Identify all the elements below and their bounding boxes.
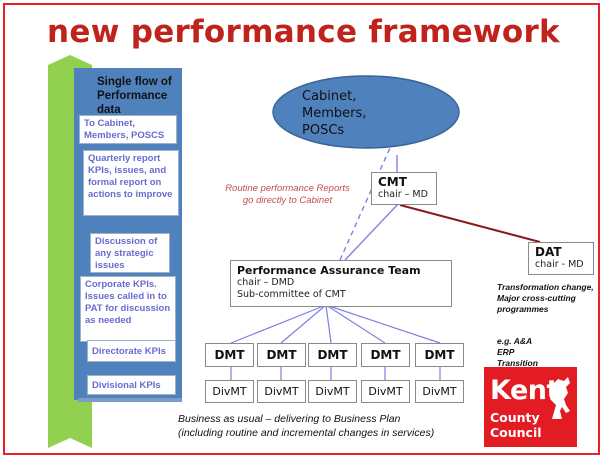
kent-county-council-logo: Kent County Council (484, 367, 577, 447)
flow-heading: Single flow of Performance data (97, 76, 172, 116)
cmt-pat-line (344, 201, 401, 261)
cmt-title: CMT (378, 175, 407, 189)
transformation-text: Transformation change, Major cross-cutti… (497, 282, 594, 314)
example-aa: e.g. A&A (497, 336, 533, 346)
dmt-box: DMT (415, 343, 464, 367)
flow-box-corporate: Corporate KPIs. Issues called in to PAT … (80, 276, 176, 342)
cmt-node: CMT chair – MD (371, 172, 437, 205)
routine-performance-note: Routine performance Reports go directly … (225, 183, 350, 206)
divmt-box: DivMT (205, 380, 254, 403)
caption-line-1: Business as usual – delivering to Busine… (178, 413, 401, 425)
flow-box-directorate: Directorate KPIs (87, 340, 176, 362)
business-as-usual-caption: Business as usual – delivering to Busine… (178, 412, 434, 440)
dat-chair: chair - MD (535, 259, 584, 270)
dmt-box: DMT (205, 343, 254, 367)
flow-box-cabinet: To Cabinet, Members, POSCS (79, 115, 177, 144)
divmt-box: DivMT (361, 380, 410, 403)
horse-icon (550, 377, 570, 419)
pat-subcommittee: Sub-committee of CMT (237, 289, 346, 300)
cmt-chair: chair – MD (378, 189, 428, 200)
divmt-box: DivMT (308, 380, 357, 403)
page-title: new performance framework (47, 14, 560, 50)
dat-node: DAT chair - MD (528, 242, 594, 275)
pat-cabinet-dashed (339, 129, 399, 261)
pat-chair: chair – DMD (237, 277, 295, 288)
logo-line-3: Council (490, 425, 542, 440)
logo-line-1: Kent (490, 375, 559, 406)
divmt-box: DivMT (415, 380, 464, 403)
cmt-dat-line (399, 204, 541, 243)
flow-box-quarterly: Quarterly report KPIs, issues, and forma… (83, 150, 179, 216)
example-erp: ERP (497, 347, 515, 357)
flow-chevron-bottom (48, 402, 92, 448)
logo-line-2: County (490, 410, 540, 425)
divmt-box: DivMT (257, 380, 306, 403)
dmt-box: DMT (361, 343, 410, 367)
flow-box-strategic: Discussion of any strategic issues (90, 233, 170, 273)
cabinet-label: Cabinet, Members, POSCs (302, 89, 367, 138)
flow-box-divisional: Divisional KPIs (87, 375, 176, 395)
dat-title: DAT (535, 245, 562, 259)
dmt-box: DMT (308, 343, 357, 367)
dmt-box: DMT (257, 343, 306, 367)
pat-title: Performance Assurance Team (237, 264, 421, 277)
cabinet-ellipse (272, 75, 460, 149)
pat-node: Performance Assurance Team chair – DMD S… (230, 260, 452, 307)
slide-frame (3, 3, 600, 455)
caption-line-2: (including routine and incremental chang… (178, 427, 435, 439)
example-transition: Transition (497, 358, 538, 368)
